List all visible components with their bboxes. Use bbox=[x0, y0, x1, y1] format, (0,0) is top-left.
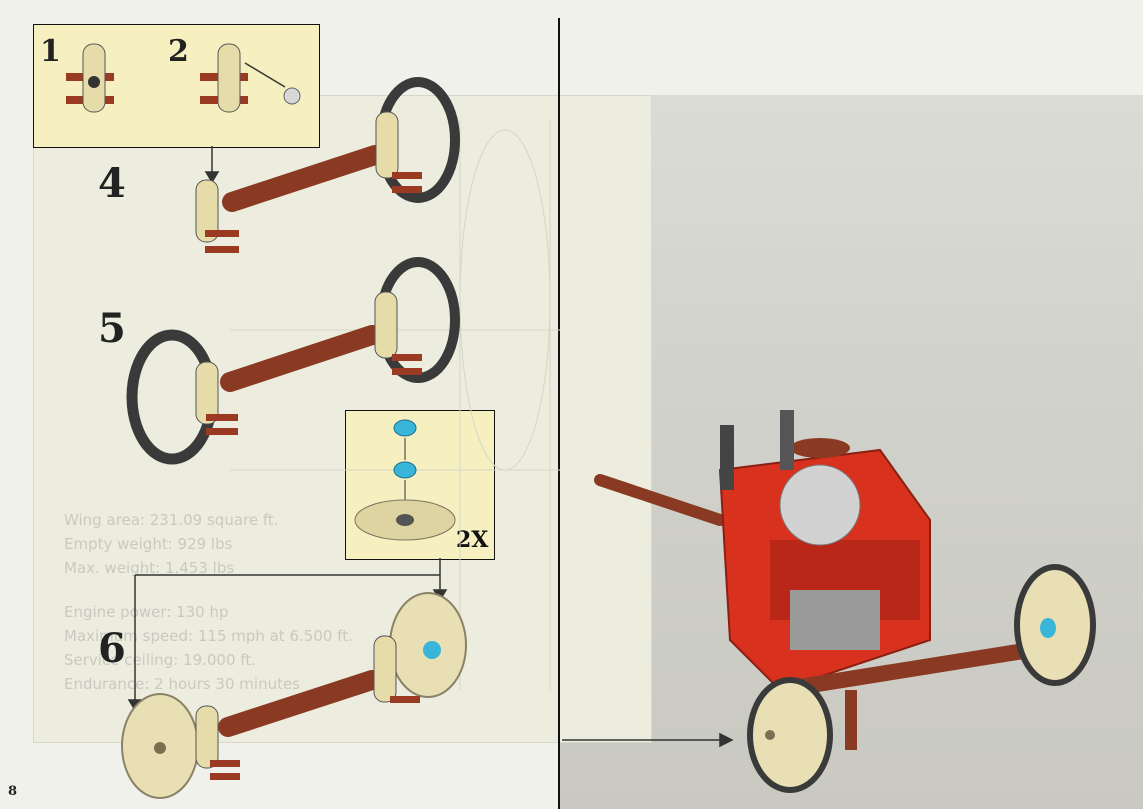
spec-service-ceiling: Service ceiling: 19.000 ft. bbox=[64, 651, 256, 669]
spec-empty-weight: Empty weight: 929 lbs bbox=[64, 535, 233, 553]
callout-parts bbox=[354, 419, 456, 541]
step-6-assembly bbox=[121, 592, 467, 799]
substep-2-part bbox=[200, 43, 301, 113]
substep-1-part bbox=[66, 43, 114, 113]
spec-wing-area: Wing area: 231.09 square ft. bbox=[64, 511, 279, 529]
spec-max-weight: Max. weight: 1.453 lbs bbox=[64, 559, 235, 577]
blueprint-lines bbox=[230, 120, 560, 690]
result-arrow bbox=[562, 732, 734, 748]
spec-group-2: Engine power: 130 hp Maximum speed: 115 … bbox=[64, 600, 353, 696]
substep-number-2: 2 bbox=[168, 34, 189, 69]
step-number-4: 4 bbox=[98, 160, 126, 207]
step-5-assembly bbox=[126, 257, 460, 465]
page-divider bbox=[558, 18, 560, 809]
multiplier-label: 2X bbox=[456, 527, 489, 553]
page-number: 8 bbox=[8, 784, 18, 799]
substep-arrow bbox=[204, 146, 220, 184]
spec-max-speed: Maximum speed: 115 mph at 6.500 ft. bbox=[64, 627, 353, 645]
engine-model bbox=[594, 410, 1096, 793]
step-4-assembly bbox=[195, 77, 460, 253]
substep-number-1: 1 bbox=[40, 34, 61, 69]
spec-engine-power: Engine power: 130 hp bbox=[64, 603, 229, 621]
step-number-5: 5 bbox=[98, 305, 126, 352]
spec-endurance: Endurance: 2 hours 30 minutes bbox=[64, 675, 301, 693]
substep-box bbox=[33, 24, 320, 148]
step-number-6: 6 bbox=[98, 625, 126, 672]
spec-group-1: Wing area: 231.09 square ft. Empty weigh… bbox=[64, 508, 279, 580]
